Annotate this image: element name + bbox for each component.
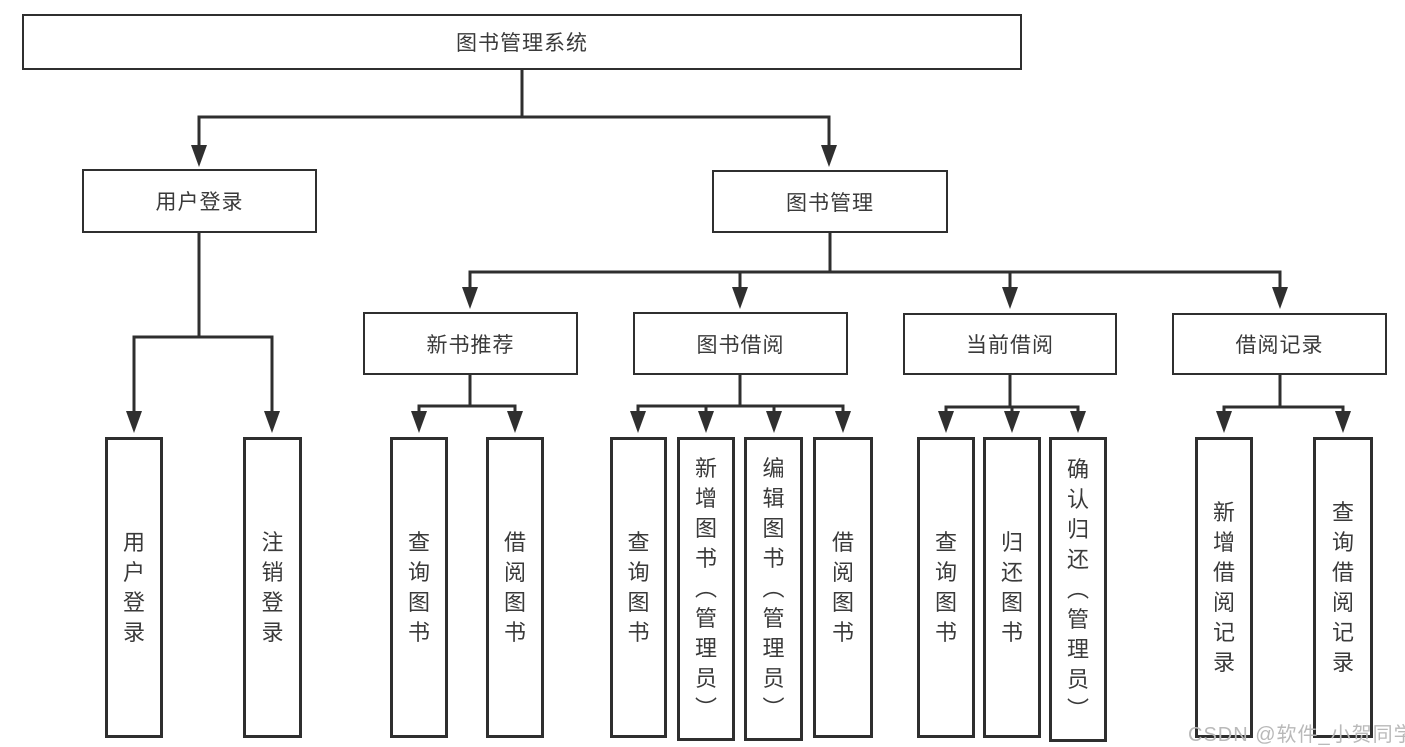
node-book-borrow: 图书借阅 — [633, 312, 848, 375]
leaf-borrow-books-recommend-label: 借 阅 图 书 — [503, 529, 526, 645]
node-book-management: 图书管理 — [712, 170, 948, 233]
arrowheads — [126, 145, 1351, 433]
leaf-borrow-books-label: 借 阅 图 书 — [831, 529, 854, 645]
node-book-management-label: 图书管理 — [786, 191, 874, 215]
leaf-return-book: 归 还 图 书 — [983, 437, 1041, 738]
leaf-query-books-current: 查 询 图 书 — [917, 437, 975, 738]
leaf-edit-book-admin: 编 辑 图 书 ︵ 管 理 员 ︶ — [744, 437, 803, 741]
leaf-user-login-label: 用 户 登 录 — [122, 529, 145, 645]
leaf-query-borrow-record-label: 查 询 借 阅 记 录 — [1331, 499, 1354, 675]
leaf-query-books-current-label: 查 询 图 书 — [934, 529, 957, 645]
leaf-query-books-recommend: 查 询 图 书 — [390, 437, 448, 738]
node-library-system: 图书管理系统 — [22, 14, 1022, 70]
leaf-logout-label: 注 销 登 录 — [261, 529, 284, 645]
node-user-login: 用户登录 — [82, 169, 317, 233]
node-current-borrow-label: 当前借阅 — [966, 334, 1054, 357]
leaf-confirm-return-admin-label: 确 认 归 还 ︵ 管 理 员 ︶ — [1066, 456, 1089, 722]
leaf-logout: 注 销 登 录 — [243, 437, 302, 738]
leaf-add-book-admin-label: 新 增 图 书 ︵ 管 理 员 ︶ — [694, 456, 717, 721]
leaf-query-books-borrow: 查 询 图 书 — [610, 437, 667, 738]
leaf-query-books-borrow-label: 查 询 图 书 — [627, 529, 650, 645]
leaf-user-login: 用 户 登 录 — [105, 437, 163, 738]
leaf-query-books-recommend-label: 查 询 图 书 — [407, 529, 430, 645]
leaf-borrow-books-recommend: 借 阅 图 书 — [486, 437, 544, 738]
leaf-return-book-label: 归 还 图 书 — [1000, 529, 1023, 645]
leaf-add-borrow-record-label: 新 增 借 阅 记 录 — [1212, 499, 1235, 675]
leaf-edit-book-admin-label: 编 辑 图 书 ︵ 管 理 员 ︶ — [762, 456, 785, 721]
node-new-book-recommend-label: 新书推荐 — [426, 333, 515, 357]
leaf-add-book-admin: 新 增 图 书 ︵ 管 理 员 ︶ — [677, 437, 735, 741]
leaf-add-borrow-record: 新 增 借 阅 记 录 — [1195, 437, 1253, 738]
node-new-book-recommend: 新书推荐 — [363, 312, 578, 375]
leaf-borrow-books: 借 阅 图 书 — [813, 437, 873, 738]
node-borrow-records-label: 借阅记录 — [1235, 334, 1324, 357]
watermark: CSDN @软件_小贺同学 — [1188, 724, 1405, 746]
node-borrow-records: 借阅记录 — [1172, 313, 1387, 375]
node-current-borrow: 当前借阅 — [903, 313, 1117, 375]
node-book-borrow-label: 图书借阅 — [696, 333, 785, 357]
leaf-confirm-return-admin: 确 认 归 还 ︵ 管 理 员 ︶ — [1049, 437, 1107, 742]
node-library-system-label: 图书管理系统 — [456, 32, 588, 55]
leaf-query-borrow-record: 查 询 借 阅 记 录 — [1313, 437, 1373, 738]
node-user-login-label: 用户登录 — [155, 191, 244, 214]
